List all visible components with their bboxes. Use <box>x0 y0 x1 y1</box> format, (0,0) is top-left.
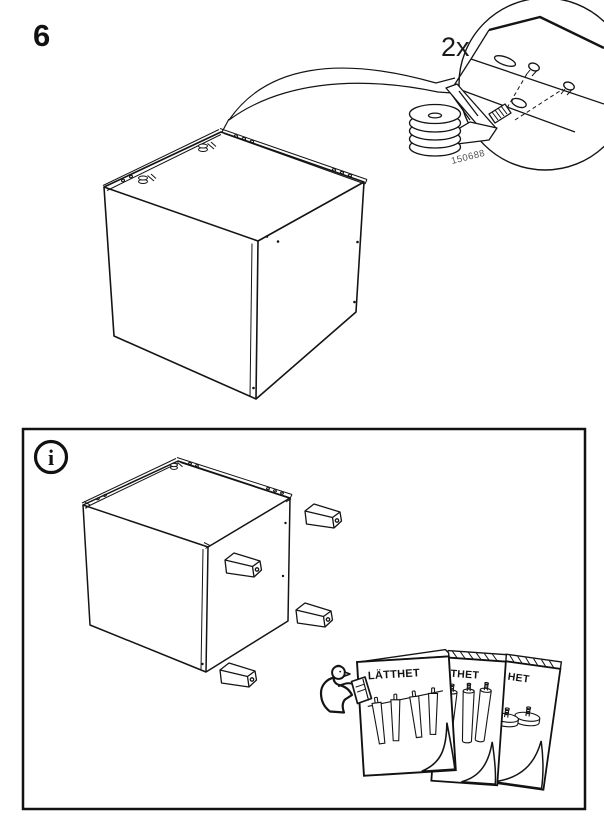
leg-wedge-icon <box>224 552 263 578</box>
person-reading-icon <box>319 664 373 714</box>
page-curl <box>461 741 497 785</box>
leg-wedge-icon <box>295 602 334 628</box>
installed-foot-bracket-icon <box>170 462 183 470</box>
cabinet-cube-illustration <box>102 128 368 400</box>
detail-callout-circle <box>458 0 604 171</box>
page-curl <box>421 722 456 773</box>
booklet-title: TTHET <box>443 667 479 681</box>
screw-hole-icon <box>525 62 540 77</box>
quantity-label: 2x <box>441 32 470 62</box>
page-curl <box>493 740 544 790</box>
booklet-front: LÄTTHET <box>355 648 457 777</box>
booklet-in-hands-icon <box>350 676 373 705</box>
info-panel: i <box>21 427 587 811</box>
leg-wedge-icon <box>304 503 343 529</box>
step-number: 6 <box>33 18 51 53</box>
leveling-foot-part-icon <box>408 83 512 157</box>
cabinet-corner-detail <box>452 15 604 133</box>
installed-foot-bracket-icon <box>138 173 157 184</box>
leg-wedge-icon <box>219 662 258 688</box>
screw-hole-icon <box>560 81 575 96</box>
svg-text:i: i <box>48 445 54 470</box>
installed-foot-bracket-icon <box>198 141 217 152</box>
info-icon: i <box>33 439 69 475</box>
assembly-step-illustration: 2x <box>102 0 604 400</box>
booklet-title: HET <box>507 671 531 686</box>
booklet-title: LÄTTHET <box>367 666 420 682</box>
tapered-legs-icon <box>367 687 444 745</box>
cabinet-cube-small-illustration <box>81 457 293 673</box>
wedge-legs <box>219 503 343 688</box>
